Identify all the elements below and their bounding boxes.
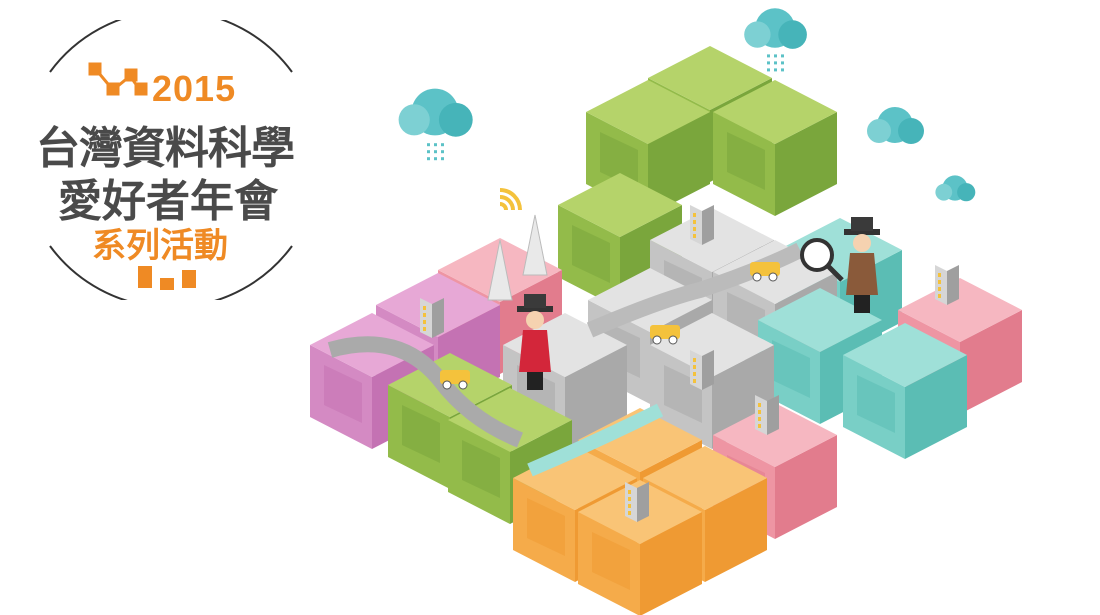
magnifier-icon: [800, 238, 844, 282]
logo-frame: [49, 20, 293, 300]
cube-green: [586, 80, 710, 216]
car-icon: [750, 262, 780, 282]
logo-title-line2: 愛好者年會: [58, 177, 278, 226]
bar-chart-icon: [138, 266, 196, 290]
cloud-icon: [935, 175, 976, 202]
power-tower-icon: [487, 239, 513, 301]
building-icon: [690, 350, 714, 390]
road: [327, 336, 524, 448]
cloud-icon: [867, 107, 924, 144]
cube-green: [713, 80, 837, 216]
building-icon: [420, 298, 444, 338]
cloud-icon: [744, 8, 807, 72]
car-icon: [440, 370, 470, 390]
data-line-icon: [88, 62, 148, 96]
building-icon: [625, 482, 649, 522]
cube-orange_cube: [643, 446, 767, 582]
event-logo: 2015 台灣資料科學 愛好者年會 系列活動: [30, 20, 320, 300]
building-icon: [935, 265, 959, 305]
wifi-signal-icon: [499, 188, 522, 211]
river: [527, 403, 664, 477]
detective-with-notepad: [517, 294, 553, 390]
building-icon: [755, 395, 779, 435]
cube-teal: [843, 323, 967, 459]
car-icon: [650, 325, 680, 345]
logo-year: 2015: [152, 68, 237, 109]
cloud-icon: [398, 88, 473, 161]
detective-with-magnifier: [844, 217, 880, 313]
power-tower-icon: [522, 214, 548, 276]
building-icon: [690, 205, 714, 245]
logo-subtitle: 系列活動: [92, 227, 228, 265]
logo-title-line1: 台灣資料科學: [36, 124, 295, 173]
